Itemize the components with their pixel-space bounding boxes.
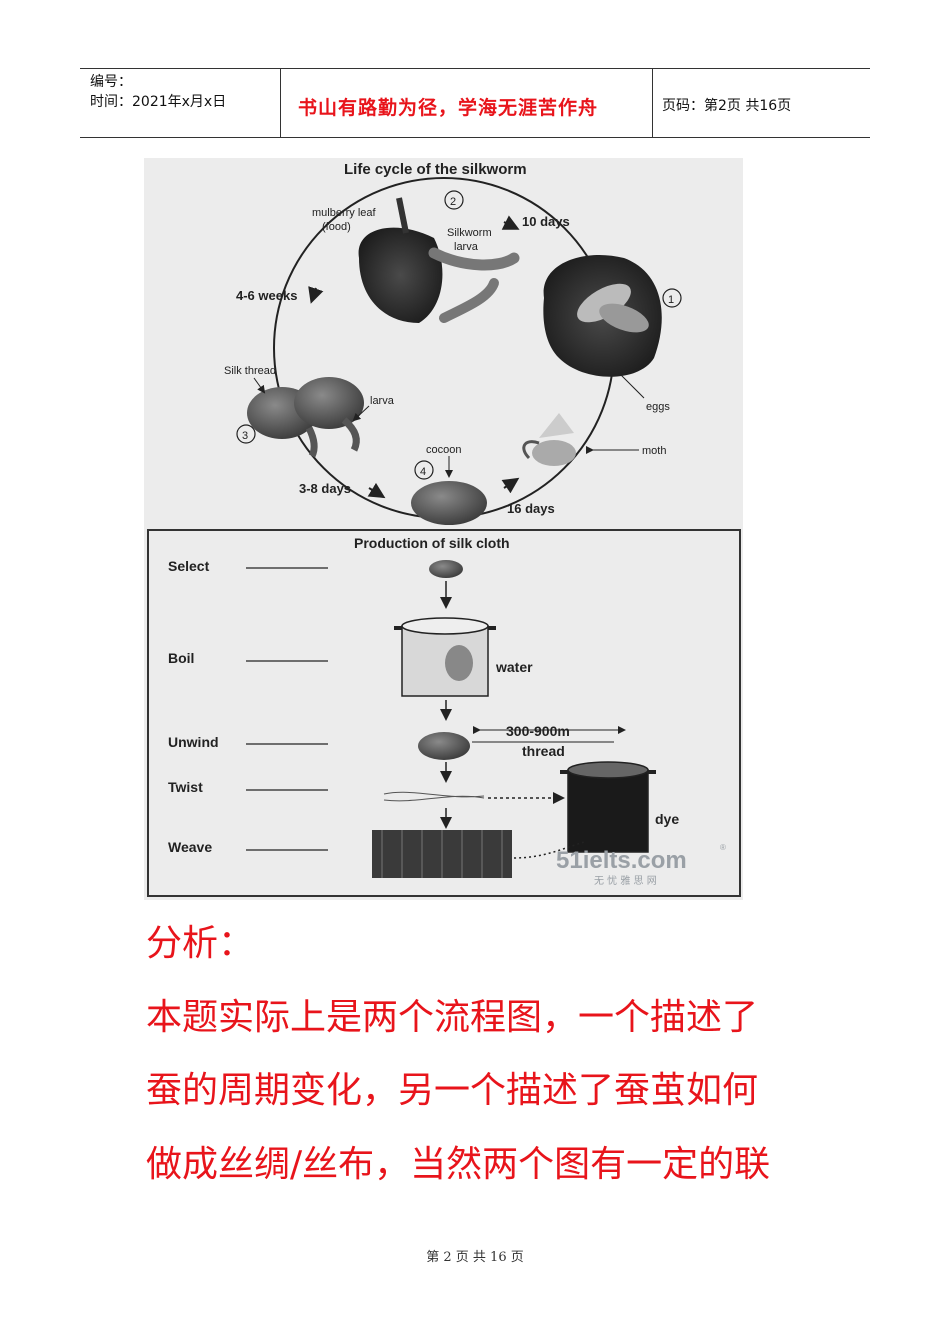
dye-pot-image [567,769,649,853]
label-mulberry-leaf: mulberry leaf [312,207,377,219]
stage-4-number: 4 [420,466,426,478]
moth-body-image [522,440,540,460]
silkworm-larva-image-2 [439,278,499,323]
analysis-line-1: 本题实际上是两个流程图，一个描述了 [146,997,759,1038]
header-right-cell: 页码：第2页 共16页 [652,69,870,137]
weave-dotted-link [513,841,585,859]
analysis-line-3: 做成丝绸/丝布，当然两个图有一定的联 [146,1144,771,1185]
label-water: water [495,659,533,675]
step-twist: Twist [168,779,203,795]
arrow-4-6weeks [308,286,324,304]
stage-3-marker [236,424,256,444]
stage-4-marker [414,460,434,480]
silkworm-larva-image [428,247,520,271]
label-thread: thread [522,743,565,759]
boil-cocoon-image [445,645,473,681]
arrow-3-8days [367,482,386,499]
leaf-stem [396,197,409,234]
larva-emerging-image-2 [305,426,318,458]
number-label: 编号： [90,74,132,90]
analysis-line-2: 蚕的周期变化，另一个描述了蚕茧如何 [146,1070,759,1111]
step-unwind: Unwind [168,734,219,750]
production-box [147,529,741,897]
production-title: Production of silk cloth [354,535,510,551]
moth-on-leaf-image-2 [599,303,649,333]
cloth-weave-pattern [381,830,503,878]
silkworm-figure: Life cycle of the silkworm mulberry leaf… [144,158,743,900]
larva-emerging-image [341,417,360,452]
label-16-days: 16 days [507,501,555,516]
arrow-16days [501,477,520,494]
stage-1-number: 1 [668,294,674,306]
page-footer: 第 2 页 共 16 页 [426,1250,524,1265]
moth-image [532,440,576,466]
select-cocoon-image [429,560,463,578]
label-length: 300-900m [506,723,570,739]
label-moth: moth [642,445,666,457]
label-eggs: eggs [646,401,670,413]
step-weave: Weave [168,839,212,855]
watermark-brand: 51ielts.com [556,847,687,874]
header-middle-cell: 书山有路勤为径，学海无涯苦作舟 [280,69,653,137]
label-3-8-days: 3-8 days [299,481,351,496]
label-food: (food) [322,221,351,233]
label-4-6-weeks: 4-6 weeks [236,288,297,303]
eggs-pointer [618,372,645,399]
page-header: 编号： 时间：2021年x月x日 书山有路勤为径，学海无涯苦作舟 页码：第2页 … [80,68,870,138]
unwind-cocoon-image [418,732,470,760]
boil-pot-rim [401,617,489,635]
figure-svg: Life cycle of the silkworm mulberry leaf… [147,161,741,897]
analysis-heading: 分析： [146,923,255,964]
label-larva-mid: larva [370,395,395,407]
label-silkworm: Silkworm [447,227,492,239]
page-label: 页码：第2页 共16页 [662,98,792,114]
moth-on-leaf-image [577,283,631,323]
watermark-reg: ® [720,843,726,852]
label-silk-thread: Silk thread [224,365,276,377]
cocoon-image [411,481,487,525]
watermark-sub: 无 忧 雅 思 网 [594,874,657,887]
header-left-cell: 编号： 时间：2021年x月x日 [80,69,281,137]
cocoon-right-image [294,377,364,429]
step-select: Select [168,558,210,574]
stage-2-marker [444,190,464,210]
larva-pointer [352,405,370,422]
twist-threads-image [383,791,485,802]
step-boil: Boil [168,650,194,666]
boil-pot-image [401,625,489,697]
lifecycle-title: Life cycle of the silkworm [344,161,527,178]
motto: 书山有路勤为径，学海无涯苦作舟 [298,97,599,119]
mulberry-leaf-image [358,227,443,323]
stage-2-number: 2 [450,196,456,208]
arrow-10days [501,215,520,230]
stage-1-marker [662,288,682,308]
label-larva-top: larva [454,241,479,253]
stage-3-number: 3 [242,430,248,442]
label-dye: dye [655,811,679,827]
time-label: 时间：2021年x月x日 [90,94,227,110]
moth-wing-image [539,413,574,438]
dye-pot-rim [567,761,649,779]
silk-thread-pointer [253,377,266,394]
label-10-days: 10 days [522,214,570,229]
label-cocoon: cocoon [426,444,461,456]
